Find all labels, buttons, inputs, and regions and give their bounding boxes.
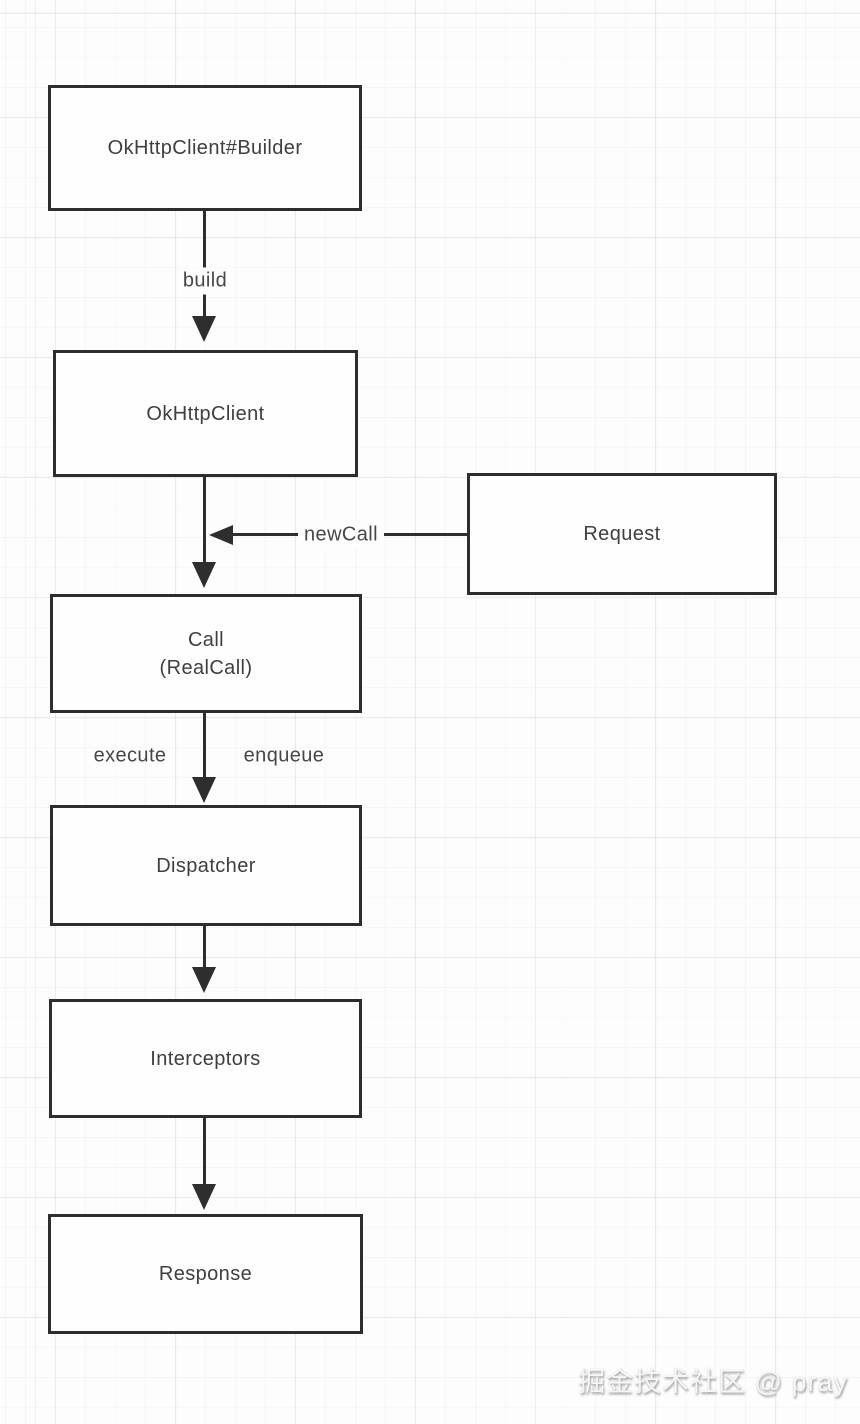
edge-call-dispatcher-arrowhead-icon — [192, 777, 216, 803]
node-interceptors: Interceptors — [49, 999, 362, 1118]
edge-client-call-arrowhead-icon — [192, 562, 216, 588]
edge-call-dispatcher-line — [203, 713, 206, 779]
edge-execute-label: execute — [93, 744, 167, 767]
edge-dispatcher-interceptors-arrowhead-icon — [192, 967, 216, 993]
edge-client-call-line — [203, 477, 206, 564]
node-call-label-line1: Call — [187, 628, 225, 651]
node-call-realcall: Call (RealCall) — [50, 594, 362, 713]
edge-newcall-arrowhead-icon — [209, 525, 233, 545]
edge-build-arrowhead-icon — [192, 316, 216, 342]
node-response: Response — [48, 1214, 363, 1334]
node-okhttpclient: OkHttpClient — [53, 350, 358, 477]
node-okhttpclient-builder: OkHttpClient#Builder — [48, 85, 362, 211]
node-okhttpclient-label: OkHttpClient — [146, 402, 265, 425]
edge-interceptors-response-line — [203, 1118, 206, 1186]
node-interceptors-label: Interceptors — [150, 1047, 261, 1070]
edge-interceptors-response-arrowhead-icon — [192, 1184, 216, 1210]
node-call-label-line2: (RealCall) — [159, 656, 253, 679]
edge-build-label: build — [176, 267, 234, 295]
edge-enqueue-label: enqueue — [243, 744, 325, 767]
watermark-text: 掘金技术社区 @ pray — [578, 1367, 848, 1397]
edge-dispatcher-interceptors-line — [203, 926, 206, 969]
node-response-label: Response — [158, 1263, 253, 1285]
node-okhttpclient-builder-label: OkHttpClient#Builder — [107, 137, 303, 159]
node-dispatcher: Dispatcher — [50, 805, 362, 926]
node-request-label: Request — [583, 523, 661, 545]
node-request: Request — [467, 473, 777, 595]
node-dispatcher-label: Dispatcher — [156, 854, 256, 877]
edge-newcall-label: newCall — [298, 521, 384, 549]
edge-build-line — [203, 211, 206, 318]
